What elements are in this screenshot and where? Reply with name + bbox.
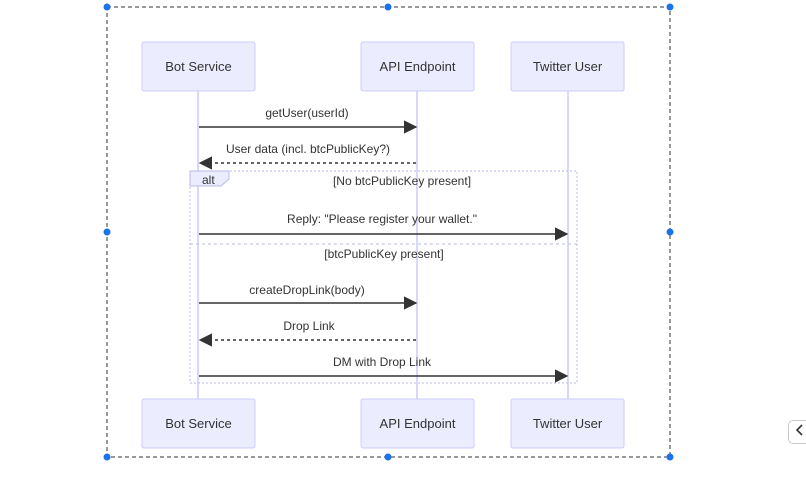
participant-bot-top[interactable]: Bot Service: [141, 41, 256, 92]
participant-label: Bot Service: [165, 416, 231, 431]
participant-user-top[interactable]: Twitter User: [510, 41, 625, 92]
participant-label: Bot Service: [165, 59, 231, 74]
participant-label: Twitter User: [533, 59, 603, 74]
alt-condition-1: [No btcPublicKey present]: [333, 174, 471, 188]
message-label: Reply: "Please register your wallet.": [287, 212, 477, 226]
selection-frame[interactable]: [103, 3, 674, 461]
participant-api-bottom[interactable]: API Endpoint: [360, 398, 475, 449]
resize-handle-bottom-right[interactable]: [666, 453, 674, 461]
message-label: DM with Drop Link: [333, 355, 432, 369]
message-label: User data (incl. btcPublicKey?): [226, 142, 390, 156]
participant-label: Twitter User: [533, 416, 603, 431]
resize-handle-top-right[interactable]: [666, 3, 674, 11]
resize-handle-left[interactable]: [103, 228, 111, 236]
resize-handle-bottom[interactable]: [384, 453, 392, 461]
message-reply-register: Reply: "Please register your wallet.": [199, 212, 569, 241]
resize-handle-bottom-left[interactable]: [103, 453, 111, 461]
resize-handle-right[interactable]: [666, 228, 674, 236]
participant-api-top[interactable]: API Endpoint: [360, 41, 475, 92]
message-create-drop-link: createDropLink(body): [199, 283, 418, 310]
message-label: getUser(userId): [265, 106, 348, 120]
message-label: createDropLink(body): [249, 283, 364, 297]
collapse-panel-button[interactable]: [788, 420, 806, 444]
participant-label: API Endpoint: [380, 416, 456, 431]
chevron-left-icon: [795, 423, 805, 441]
message-user-data: User data (incl. btcPublicKey?): [198, 142, 416, 170]
alt-label: alt: [202, 173, 215, 187]
alt-condition-2: [btcPublicKey present]: [324, 247, 443, 261]
message-drop-link: Drop Link: [198, 319, 416, 347]
resize-handle-top-left[interactable]: [103, 3, 111, 11]
participant-user-bottom[interactable]: Twitter User: [510, 398, 625, 449]
message-dm-drop-link: DM with Drop Link: [199, 355, 569, 383]
message-label: Drop Link: [283, 319, 335, 333]
alt-block: alt [No btcPublicKey present] [btcPublic…: [189, 170, 578, 384]
resize-handle-top[interactable]: [384, 3, 392, 11]
participant-bot-bottom[interactable]: Bot Service: [141, 398, 256, 449]
participant-label: API Endpoint: [380, 59, 456, 74]
message-get-user: getUser(userId): [199, 106, 418, 134]
